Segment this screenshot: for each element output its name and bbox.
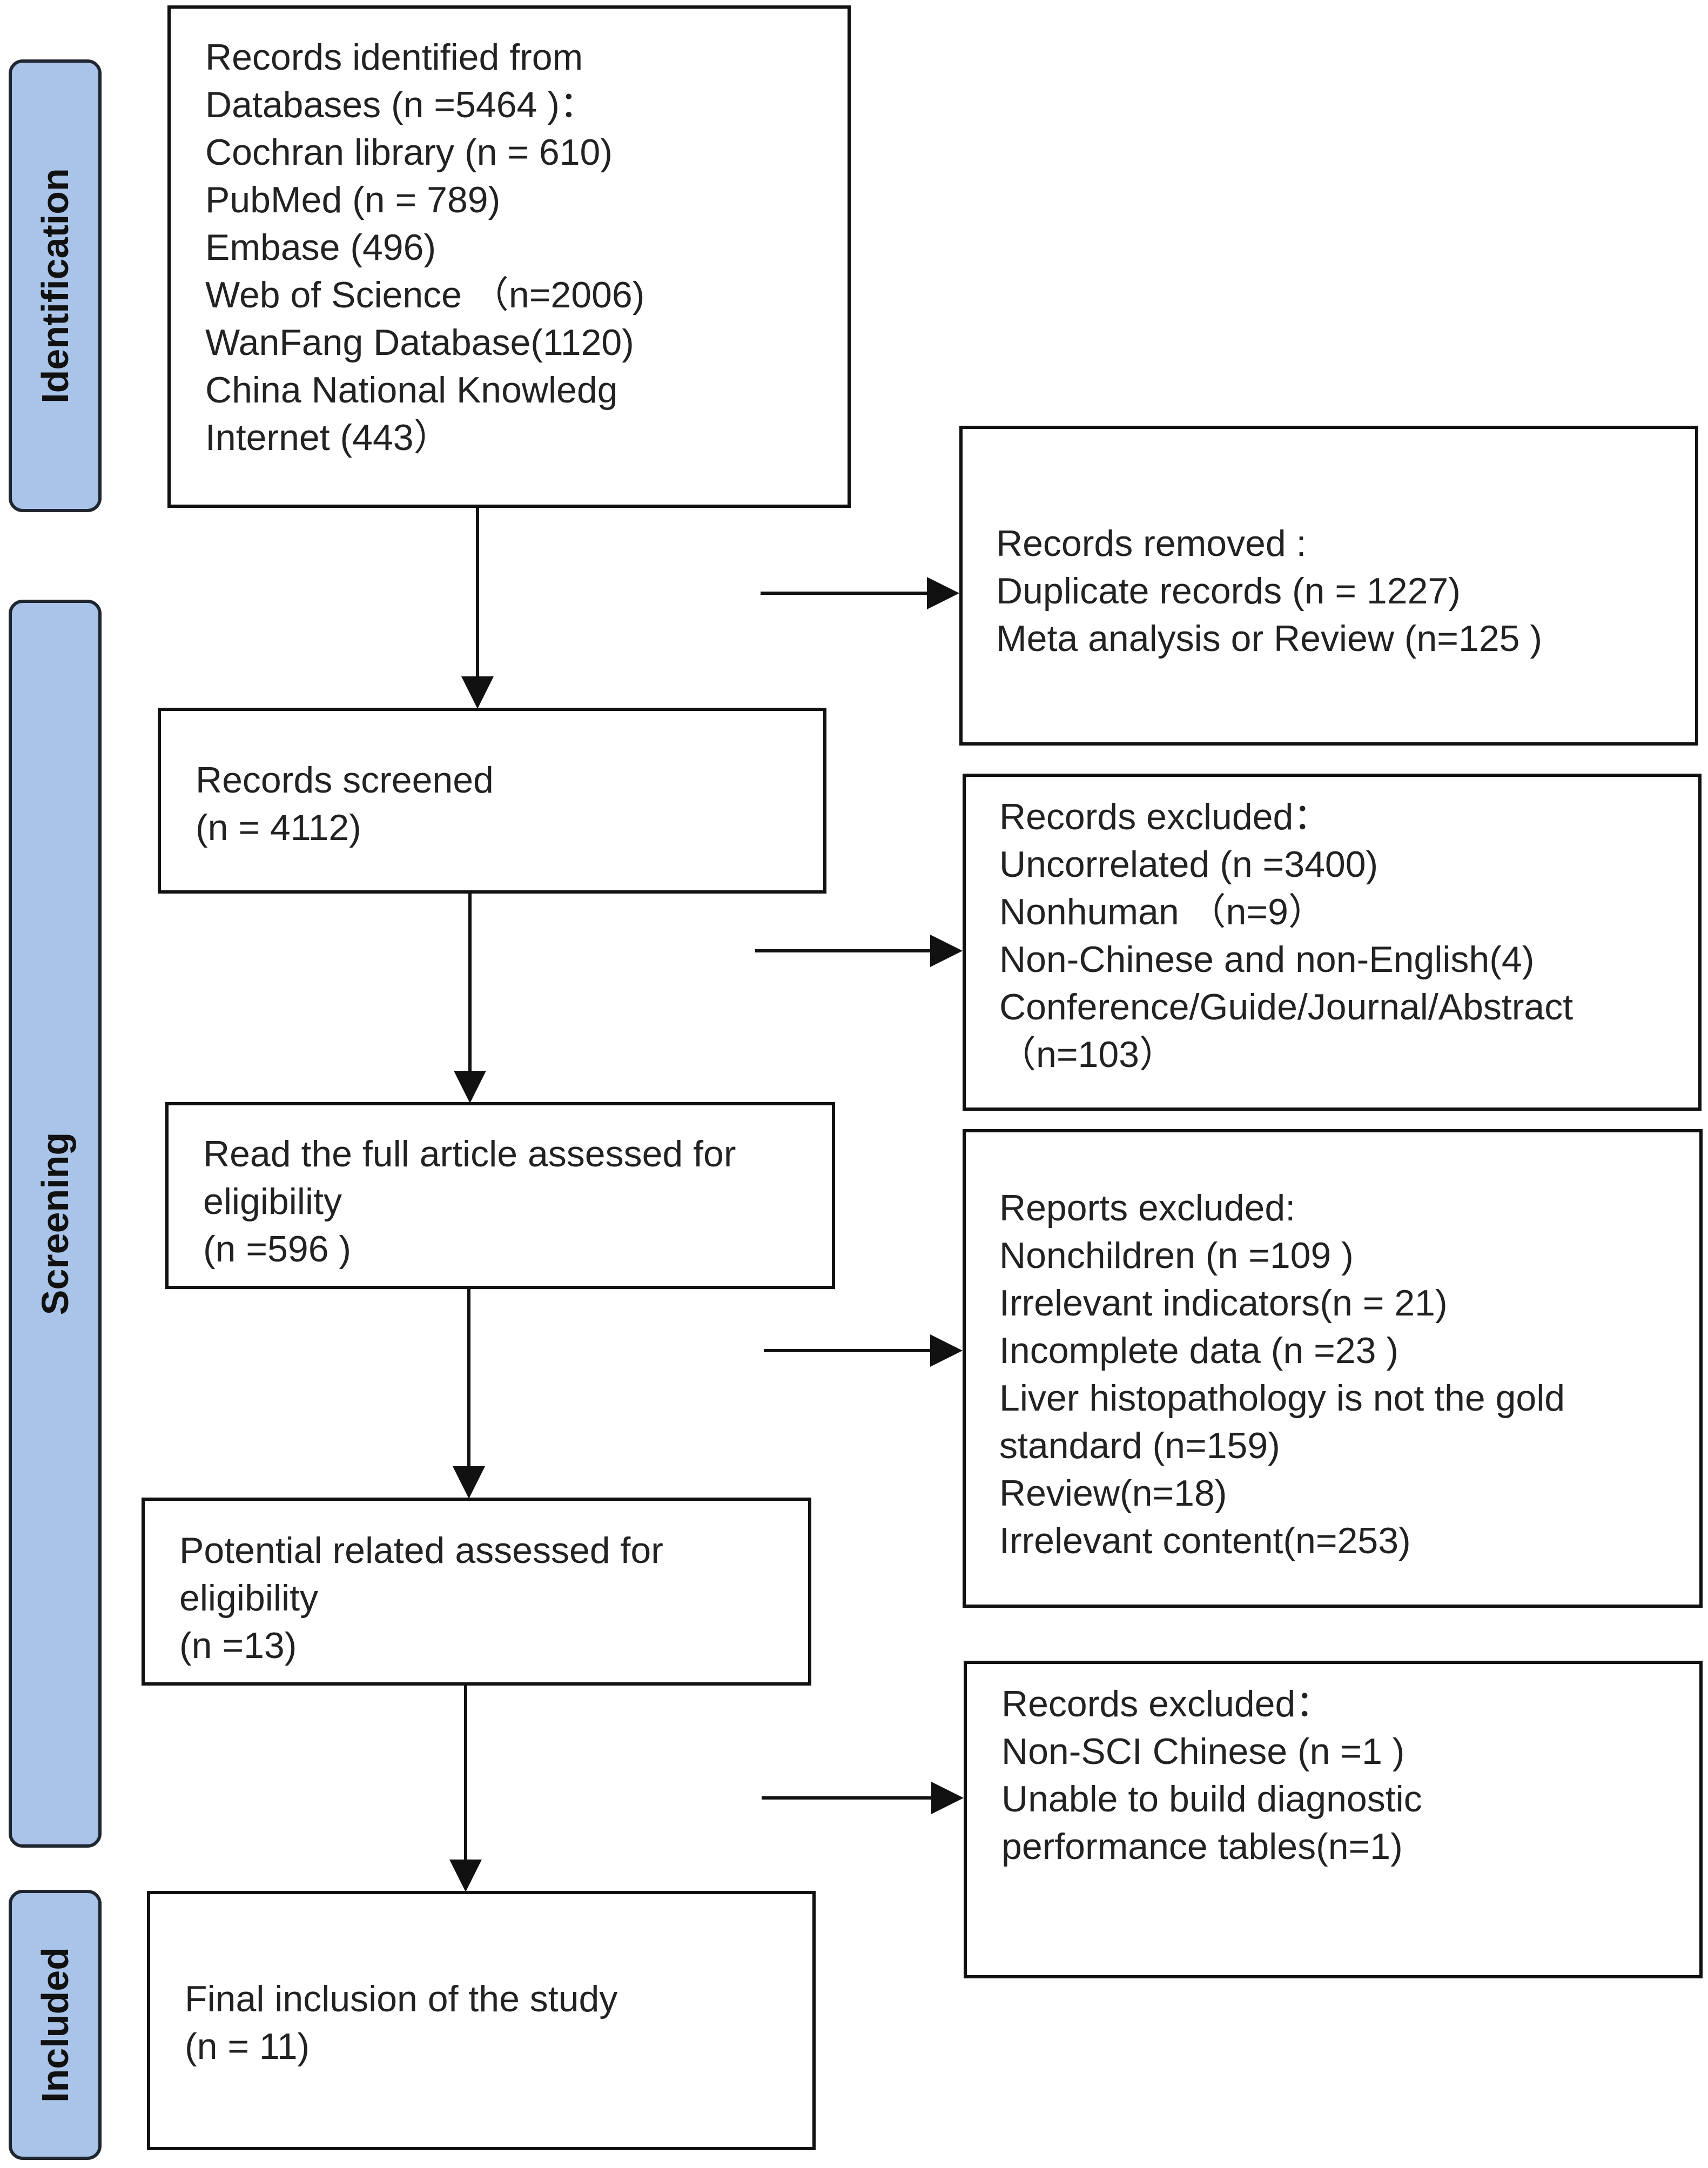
phase-included: Included bbox=[9, 1890, 102, 2160]
box-line: PubMed (n = 789) bbox=[205, 179, 501, 220]
box-line: standard (n=159) bbox=[999, 1425, 1280, 1466]
box-records-screened-text: Records screened (n = 4112) bbox=[196, 756, 494, 851]
box-line: Meta analysis or Review (n=125 ) bbox=[996, 618, 1543, 659]
box-line: (n = 11) bbox=[185, 2026, 310, 2067]
box-line: Final inclusion of the study bbox=[185, 1978, 618, 2019]
box-line: Duplicate records (n = 1227) bbox=[996, 570, 1461, 612]
box-line: Records identified from bbox=[205, 37, 583, 78]
box-line: Embase (496) bbox=[205, 227, 436, 268]
box-records-excluded: Records excluded： Uncorrelated (n =3400) N… bbox=[963, 774, 1702, 1111]
box-line: (n = 4112) bbox=[196, 807, 361, 848]
box-records-excluded-final: Records excluded： Non-SCI Chinese (n =1 )… bbox=[964, 1661, 1703, 1978]
box-line: Non-Chinese and non-English(4) bbox=[999, 939, 1535, 980]
box-line: Read the full article assessed for bbox=[203, 1133, 736, 1174]
box-line: China National Knowledg bbox=[205, 370, 618, 411]
box-final-inclusion-text: Final inclusion of the study (n = 11) bbox=[185, 1975, 617, 2070]
box-line: Reports excluded: bbox=[999, 1187, 1296, 1229]
box-reports-excluded: Reports excluded: Nonchildren (n =109 ) Ir… bbox=[963, 1129, 1703, 1608]
box-line: Incomplete data (n =23 ) bbox=[999, 1330, 1399, 1371]
box-records-excluded-text: Records excluded： Uncorrelated (n =3400) N… bbox=[999, 793, 1573, 1078]
box-final-inclusion: Final inclusion of the study (n = 11) bbox=[147, 1891, 816, 2150]
box-line: Potential related assessed for bbox=[179, 1530, 663, 1571]
box-potential-related: Potential related assessed for eligibilit… bbox=[142, 1498, 811, 1686]
box-line: Liver histopathology is not the gold bbox=[999, 1378, 1565, 1419]
box-records-screened: Records screened (n = 4112) bbox=[158, 708, 826, 894]
box-line: Databases (n =5464 )： bbox=[205, 84, 596, 125]
box-potential-related-text: Potential related assessed for eligibilit… bbox=[179, 1527, 663, 1669]
box-line: Nonhuman （n=9） bbox=[999, 891, 1325, 932]
box-records-removed-text: Records removed : Duplicate records (n = … bbox=[996, 520, 1542, 662]
box-line: eligibility bbox=[179, 1578, 318, 1619]
box-line: Conference/Guide/Journal/Abstract bbox=[999, 986, 1573, 1028]
box-records-excluded-final-text: Records excluded： Non-SCI Chinese (n =1 )… bbox=[1001, 1680, 1422, 1870]
box-line: Records excluded： bbox=[999, 796, 1330, 837]
box-line: Nonchildren (n =109 ) bbox=[999, 1235, 1354, 1276]
box-reports-excluded-text: Reports excluded: Nonchildren (n =109 ) Ir… bbox=[999, 1184, 1565, 1565]
box-full-article-text: Read the full article assessed for eligib… bbox=[203, 1130, 736, 1273]
box-line: performance tables(n=1) bbox=[1001, 1826, 1403, 1867]
box-line: （n=103） bbox=[999, 1034, 1176, 1075]
box-line: Internet (443） bbox=[205, 417, 450, 458]
box-line: Uncorrelated (n =3400) bbox=[999, 844, 1378, 885]
box-line: Records removed : bbox=[996, 523, 1307, 564]
box-line: Web of Science （n=2006) bbox=[205, 274, 645, 316]
box-full-article: Read the full article assessed for eligib… bbox=[165, 1102, 835, 1289]
box-line: Irrelevant content(n=253) bbox=[999, 1520, 1411, 1561]
box-line: Cochran library (n = 610) bbox=[205, 132, 613, 173]
box-line: Unable to build diagnostic bbox=[1001, 1778, 1422, 1820]
phase-identification: Identification bbox=[9, 59, 102, 512]
box-line: (n =596 ) bbox=[203, 1229, 352, 1270]
box-records-removed: Records removed : Duplicate records (n = … bbox=[959, 426, 1698, 746]
box-line: Records screened bbox=[196, 760, 494, 801]
box-line: Review(n=18) bbox=[999, 1473, 1227, 1514]
box-line: eligibility bbox=[203, 1181, 342, 1222]
box-line: Records excluded： bbox=[1001, 1683, 1333, 1724]
box-line: Irrelevant indicators(n = 21) bbox=[999, 1283, 1448, 1324]
box-line: WanFang Database(1120) bbox=[205, 322, 634, 363]
phase-screening: Screening bbox=[9, 600, 102, 1848]
box-line: Non-SCI Chinese (n =1 ) bbox=[1001, 1731, 1405, 1772]
box-line: (n =13) bbox=[179, 1625, 297, 1666]
